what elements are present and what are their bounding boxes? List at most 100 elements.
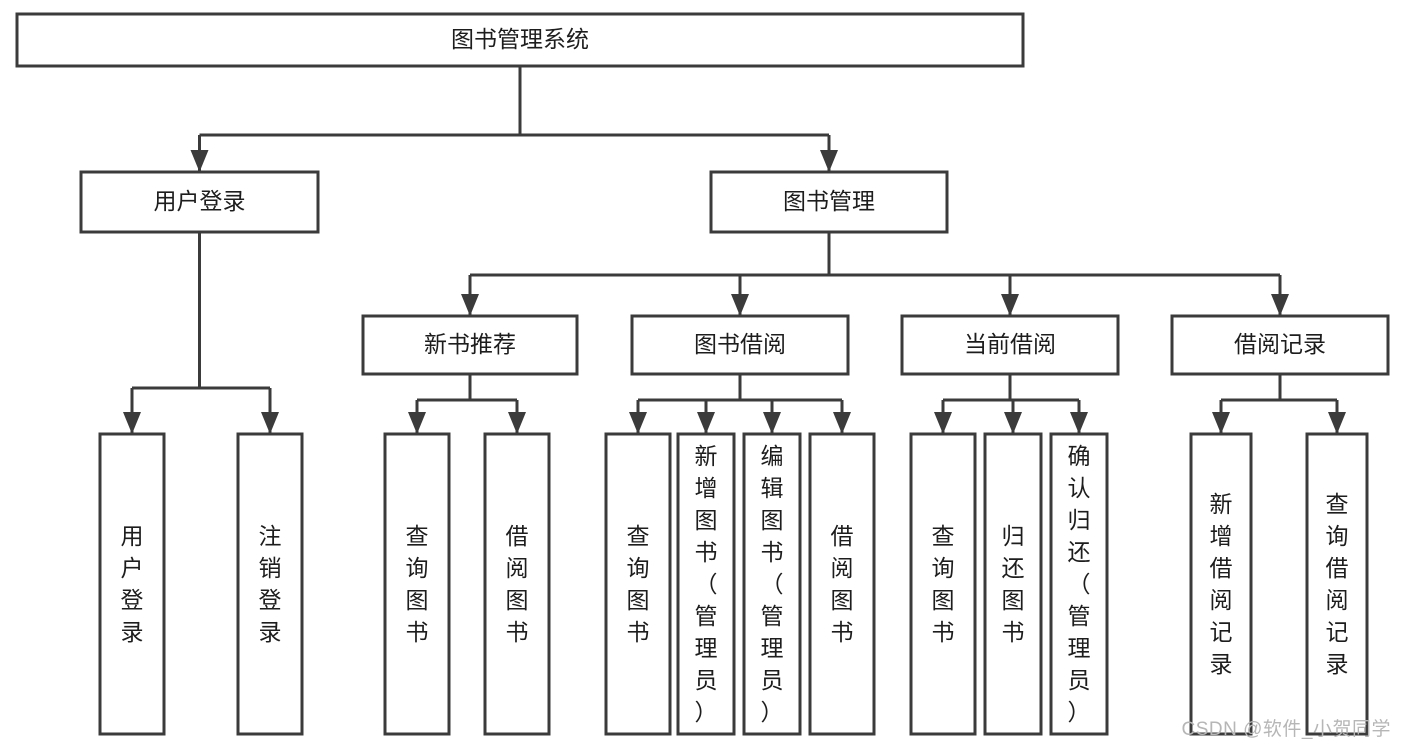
arrow-head-icon bbox=[1212, 412, 1230, 434]
node-book-management-box[interactable] bbox=[709, 170, 949, 234]
node-leaf-return-book-box[interactable] bbox=[983, 432, 1043, 736]
node-leaf-user-login-box[interactable] bbox=[98, 432, 166, 736]
node-leaf-confirm-return-admin-label-char: 员 bbox=[1068, 667, 1091, 693]
node-borrow-record[interactable]: 借阅记录 bbox=[1170, 314, 1390, 376]
arrow-head-icon bbox=[508, 412, 526, 434]
node-leaf-borrow-book-2-label-char: 图 bbox=[831, 587, 854, 613]
node-leaf-confirm-return-admin-label-char: 认 bbox=[1068, 475, 1091, 501]
node-leaf-borrow-book-2-box[interactable] bbox=[808, 432, 876, 736]
arrow-head-icon bbox=[1004, 412, 1022, 434]
node-leaf-edit-book-admin-label-char: ） bbox=[761, 699, 784, 725]
node-book-management[interactable]: 图书管理 bbox=[709, 170, 949, 234]
node-book-management-label: 图书管理 bbox=[783, 188, 875, 214]
node-leaf-query-book-2-label-char: 询 bbox=[627, 555, 650, 581]
node-leaf-query-book-1-label-char: 图 bbox=[406, 587, 429, 613]
arrow-head-icon bbox=[408, 412, 426, 434]
node-leaf-user-login-label-char: 登 bbox=[121, 587, 144, 613]
node-book-borrow-box[interactable] bbox=[630, 314, 850, 376]
arrow-head-icon bbox=[833, 412, 851, 434]
node-leaf-add-borrow-record-label-char: 阅 bbox=[1210, 587, 1233, 613]
node-leaf-borrow-book-1-box[interactable] bbox=[483, 432, 551, 736]
node-leaf-confirm-return-admin-label-char: ） bbox=[1068, 699, 1091, 725]
node-leaf-edit-book-admin-label-char: 编 bbox=[761, 443, 784, 469]
node-leaf-query-borrow-record-label-char: 查 bbox=[1326, 491, 1349, 517]
node-leaf-user-login[interactable]: 用户登录 bbox=[98, 432, 166, 736]
node-user-login[interactable]: 用户登录 bbox=[79, 170, 320, 234]
node-leaf-borrow-book-2-label-char: 借 bbox=[831, 523, 854, 549]
node-new-book-recommend[interactable]: 新书推荐 bbox=[361, 314, 579, 376]
arrow-head-icon bbox=[190, 150, 209, 172]
node-leaf-edit-book-admin-label-char: 书 bbox=[761, 539, 784, 565]
nodes-layer: 图书管理系统用户登录图书管理新书推荐图书借阅当前借阅借阅记录用户登录注销登录查询… bbox=[15, 12, 1390, 736]
node-leaf-add-book-admin-label-char: 书 bbox=[695, 539, 718, 565]
node-leaf-confirm-return-admin-label-char: 理 bbox=[1068, 635, 1091, 661]
arrow-head-icon bbox=[261, 412, 279, 434]
node-leaf-edit-book-admin-label-char: 图 bbox=[761, 507, 784, 533]
node-new-book-recommend-label: 新书推荐 bbox=[424, 331, 516, 357]
node-leaf-query-borrow-record-label-char: 阅 bbox=[1326, 587, 1349, 613]
node-leaf-query-book-3-box[interactable] bbox=[909, 432, 977, 736]
node-leaf-confirm-return-admin-label-char: 管 bbox=[1068, 603, 1091, 629]
node-user-login-label: 用户登录 bbox=[154, 188, 246, 214]
node-leaf-logout-login-label-char: 登 bbox=[259, 587, 282, 613]
node-leaf-query-borrow-record-label-char: 询 bbox=[1326, 523, 1349, 549]
node-leaf-borrow-book-1-label-char: 书 bbox=[506, 619, 529, 645]
node-leaf-edit-book-admin-box[interactable] bbox=[742, 432, 802, 736]
node-leaf-add-book-admin-box[interactable] bbox=[676, 432, 736, 736]
node-new-book-recommend-box[interactable] bbox=[361, 314, 579, 376]
node-leaf-query-book-3-label-char: 查 bbox=[932, 523, 955, 549]
node-leaf-edit-book-admin-label-char: 理 bbox=[761, 635, 784, 661]
arrow-head-icon bbox=[629, 412, 647, 434]
node-leaf-add-book-admin-label-char: 理 bbox=[695, 635, 718, 661]
node-leaf-user-login-label-char: 录 bbox=[121, 619, 144, 645]
node-leaf-borrow-book-2-label-char: 阅 bbox=[831, 555, 854, 581]
node-root-box[interactable] bbox=[15, 12, 1025, 68]
node-leaf-confirm-return-admin-label-char: 归 bbox=[1068, 507, 1091, 533]
node-leaf-logout-login-box[interactable] bbox=[236, 432, 304, 736]
node-borrow-record-box[interactable] bbox=[1170, 314, 1390, 376]
node-leaf-query-book-2-label-char: 书 bbox=[627, 619, 650, 645]
node-leaf-confirm-return-admin-box[interactable] bbox=[1049, 432, 1109, 736]
node-root[interactable]: 图书管理系统 bbox=[15, 12, 1025, 68]
node-leaf-add-book-admin-label-char: 增 bbox=[695, 475, 718, 501]
node-leaf-logout-login-label-char: 录 bbox=[259, 619, 282, 645]
node-user-login-box[interactable] bbox=[79, 170, 320, 234]
node-leaf-add-book-admin-label-char: 管 bbox=[695, 603, 718, 629]
node-current-borrow[interactable]: 当前借阅 bbox=[900, 314, 1120, 376]
node-leaf-return-book-label-char: 书 bbox=[1002, 619, 1025, 645]
node-leaf-borrow-book-2-label-char: 书 bbox=[831, 619, 854, 645]
node-leaf-query-borrow-record-box[interactable] bbox=[1305, 432, 1369, 736]
node-leaf-add-book-admin-label-char: （ bbox=[695, 571, 718, 597]
node-leaf-query-book-1-label-char: 询 bbox=[406, 555, 429, 581]
node-leaf-confirm-return-admin-label-char: （ bbox=[1068, 571, 1091, 597]
node-leaf-query-book-1-label-char: 书 bbox=[406, 619, 429, 645]
node-leaf-query-book-3-label-char: 书 bbox=[932, 619, 955, 645]
arrow-head-icon bbox=[461, 294, 479, 316]
node-leaf-logout-login-label-char: 注 bbox=[259, 523, 282, 549]
node-leaf-edit-book-admin-label-char: 管 bbox=[761, 603, 784, 629]
node-leaf-query-book-2-box[interactable] bbox=[604, 432, 672, 736]
node-leaf-borrow-book-1-label-char: 借 bbox=[506, 523, 529, 549]
node-book-borrow[interactable]: 图书借阅 bbox=[630, 314, 850, 376]
node-current-borrow-box[interactable] bbox=[900, 314, 1120, 376]
node-leaf-add-borrow-record-box[interactable] bbox=[1189, 432, 1253, 736]
arrow-head-icon bbox=[763, 412, 781, 434]
node-leaf-edit-book-admin-label-char: （ bbox=[761, 571, 784, 597]
node-leaf-add-book-admin-label-char: 员 bbox=[695, 667, 718, 693]
node-leaf-query-book-1-box[interactable] bbox=[383, 432, 451, 736]
node-leaf-add-borrow-record-label-char: 借 bbox=[1210, 555, 1233, 581]
node-leaf-query-borrow-record-label-char: 借 bbox=[1326, 555, 1349, 581]
